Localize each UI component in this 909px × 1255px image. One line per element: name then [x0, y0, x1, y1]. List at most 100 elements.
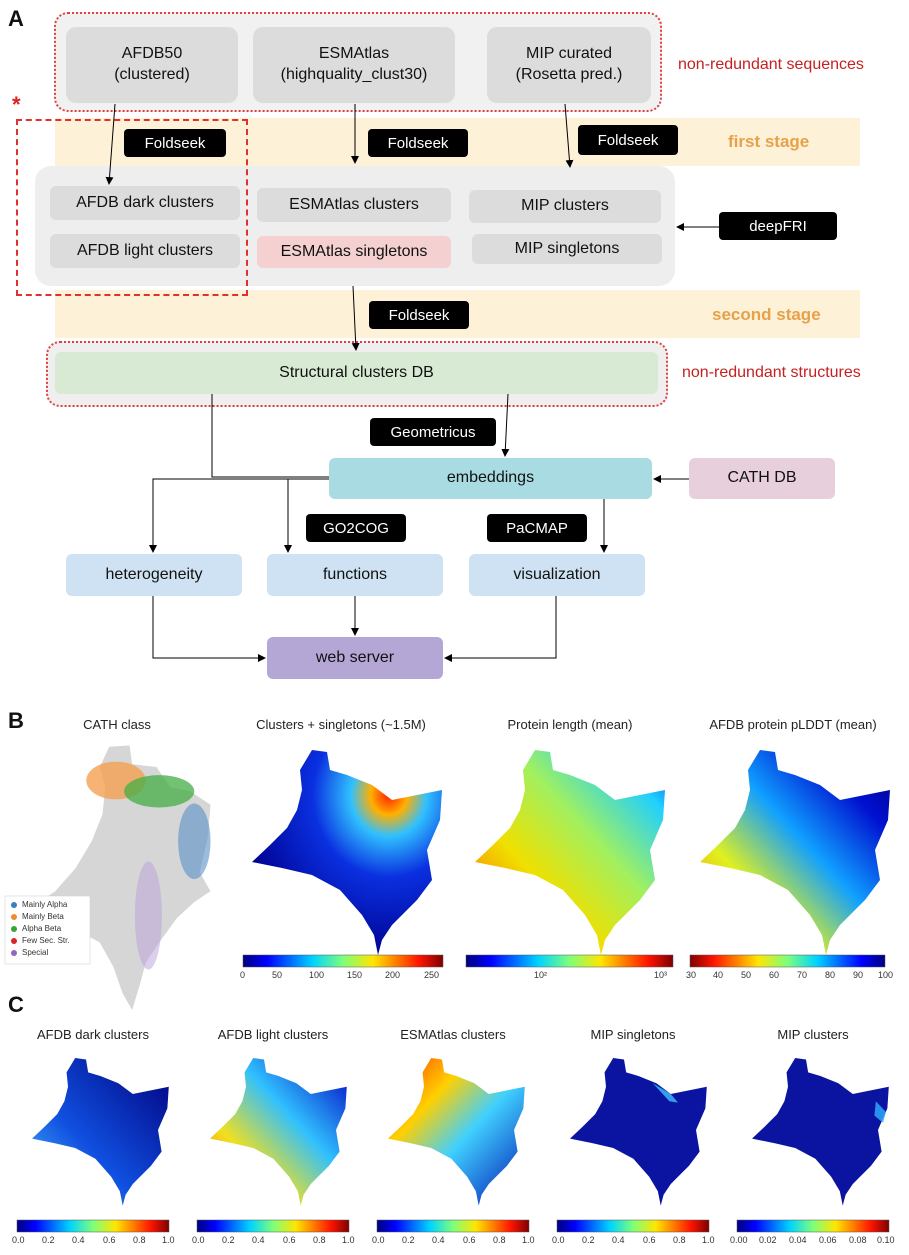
- plddt-map: [700, 750, 890, 955]
- tick: 0.2: [402, 1235, 415, 1245]
- colorbar-c2: [196, 1219, 350, 1233]
- mip-singletons-map: [570, 1058, 707, 1206]
- tick: 100: [309, 970, 325, 980]
- ticks-plddt: 30 40 50 60 70 80 90 100: [686, 970, 896, 982]
- tick: 0.02: [759, 1235, 777, 1245]
- tick: 0.0: [372, 1235, 385, 1245]
- afdb-dark-map: [32, 1058, 169, 1206]
- esmatlas-map: [388, 1058, 525, 1206]
- panel-b-title-4: AFDB protein pLDDT (mean): [709, 717, 877, 732]
- arrow-heterogeneity-to-web: [152, 596, 266, 662]
- colorbar-c4: [556, 1219, 710, 1233]
- ticks-c4: 0.0 0.2 0.4 0.6 0.8 1.0: [552, 1235, 717, 1247]
- density-map: [252, 750, 442, 955]
- second-stage-label: second stage: [712, 305, 821, 324]
- panel-c-title-4: MIP singletons: [590, 1027, 676, 1042]
- panel-c-label: C: [8, 992, 24, 1017]
- tick: 0.8: [673, 1235, 686, 1245]
- esmatlas-clusters-box: ESMAtlas clusters: [257, 188, 451, 222]
- ticks-c5: 0.00 0.02 0.04 0.06 0.08 0.10: [730, 1235, 900, 1247]
- tick: 1.0: [342, 1235, 355, 1245]
- panel-b-title-1: CATH class: [83, 717, 151, 732]
- tick: 0.0: [12, 1235, 25, 1245]
- tick: 1.0: [702, 1235, 715, 1245]
- tick: 0.0: [552, 1235, 565, 1245]
- colorbar-length: [465, 954, 674, 968]
- source-esmatlas: ESMAtlas (highquality_clust30): [253, 27, 455, 103]
- tick: 30: [686, 970, 697, 980]
- tick: 100: [878, 970, 894, 980]
- tick: 0.08: [849, 1235, 867, 1245]
- structural-clusters-db-box: Structural clusters DB: [55, 352, 658, 394]
- cath-legend: [4, 895, 91, 965]
- heterogeneity-box: heterogeneity: [66, 554, 242, 596]
- tick: 0.8: [313, 1235, 326, 1245]
- cath-class-map: [35, 745, 211, 1010]
- tick: 0.2: [582, 1235, 595, 1245]
- tick: 0.6: [283, 1235, 296, 1245]
- tick: 0.4: [432, 1235, 445, 1245]
- tick: 80: [825, 970, 836, 980]
- legend-alpha-beta: Alpha Beta: [22, 924, 62, 933]
- panel-c-title-1: AFDB dark clusters: [37, 1027, 149, 1042]
- colorbar-density: [242, 954, 444, 968]
- panel-b-title-3: Protein length (mean): [507, 717, 633, 732]
- tick: 60: [769, 970, 780, 980]
- panel-c-title-2: AFDB light clusters: [217, 1027, 329, 1042]
- go2cog-pill: GO2COG: [306, 514, 406, 542]
- tick: 0.06: [819, 1235, 837, 1245]
- tick: 0.8: [493, 1235, 506, 1245]
- tick: 50: [741, 970, 752, 980]
- colorbar-c3: [376, 1219, 530, 1233]
- first-stage-label: first stage: [728, 132, 810, 151]
- legend-few-sec-str: Few Sec. Str.: [22, 936, 70, 945]
- ticks-density: 0 50 100 150 200 250: [238, 970, 448, 982]
- panel-b-title-2: Clusters + singletons (~1.5M): [256, 717, 426, 732]
- tick: 0.4: [72, 1235, 85, 1245]
- tick: 90: [853, 970, 864, 980]
- source-mip: MIP curated (Rosetta pred.): [487, 27, 651, 103]
- length-map: [475, 750, 665, 955]
- ticks-c2: 0.0 0.2 0.4 0.6 0.8 1.0: [192, 1235, 357, 1247]
- tick: 1.0: [162, 1235, 175, 1245]
- functions-box: functions: [267, 554, 443, 596]
- tick: 0.10: [877, 1235, 895, 1245]
- tick: 0.6: [463, 1235, 476, 1245]
- colorbar-c1: [16, 1219, 170, 1233]
- tick: 150: [347, 970, 363, 980]
- esmatlas-singletons-box: ESMAtlas singletons: [257, 236, 451, 268]
- ticks-length: 10² 10³: [466, 970, 676, 982]
- arrow-visualization-to-web: [444, 596, 557, 662]
- tick: 10²: [534, 970, 548, 980]
- flow-connectors: [105, 103, 719, 662]
- non-redundant-sequences-note: non-redundant sequences: [678, 56, 864, 73]
- tick: 0: [240, 970, 246, 980]
- afdb-dark-clusters-box: AFDB dark clusters: [50, 186, 240, 220]
- tick: 0.6: [103, 1235, 116, 1245]
- cath-db-box: CATH DB: [689, 458, 835, 499]
- tick: 0.8: [133, 1235, 146, 1245]
- legend-special: Special: [22, 948, 49, 957]
- ticks-c3: 0.0 0.2 0.4 0.6 0.8 1.0: [372, 1235, 537, 1247]
- tick: 0.4: [612, 1235, 625, 1245]
- tick: 0.00: [730, 1235, 748, 1245]
- cath-legend-labels: Mainly Alpha Mainly Beta Alpha Beta Few …: [22, 899, 70, 959]
- mip-clusters-box: MIP clusters: [469, 190, 661, 223]
- ticks-c1: 0.0 0.2 0.4 0.6 0.8 1.0: [12, 1235, 177, 1247]
- panel-c-title-5: MIP clusters: [777, 1027, 849, 1042]
- mip-singletons-box: MIP singletons: [472, 234, 662, 264]
- panel-b-label: B: [8, 708, 24, 733]
- arrow-to-heterogeneity: [149, 478, 329, 553]
- tick: 0.4: [252, 1235, 265, 1245]
- web-server-box: web server: [267, 637, 443, 679]
- asterisk-mark: *: [12, 92, 21, 117]
- tick: 0.6: [643, 1235, 656, 1245]
- pacmap-pill: PaCMAP: [487, 514, 587, 542]
- non-redundant-structures-note: non-redundant structures: [682, 364, 861, 381]
- tick: 10³: [654, 970, 668, 980]
- tick: 40: [713, 970, 724, 980]
- legend-mainly-beta: Mainly Beta: [22, 912, 64, 921]
- line-db-side: [211, 394, 329, 478]
- deepfri-pill: deepFRI: [719, 212, 837, 240]
